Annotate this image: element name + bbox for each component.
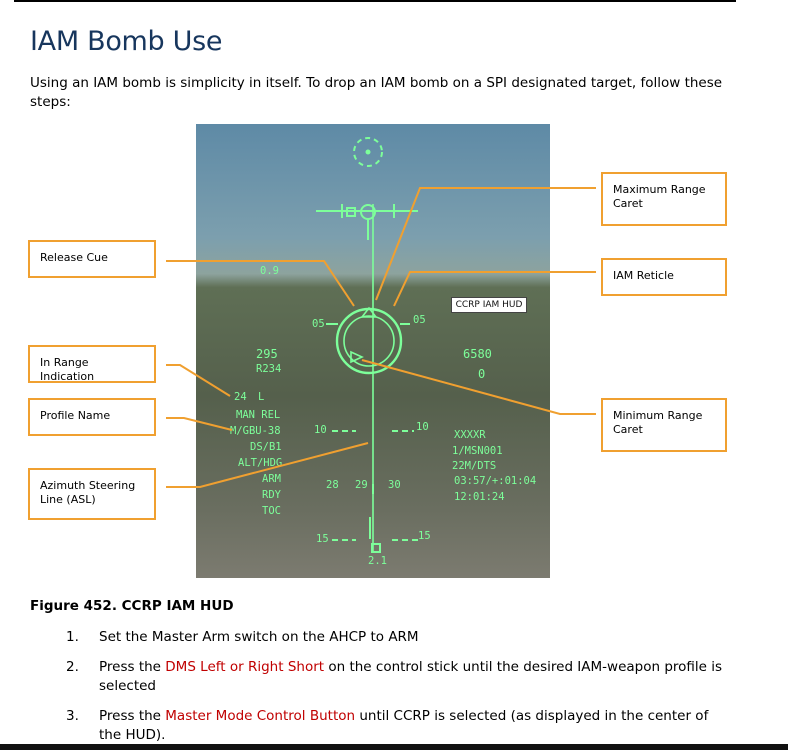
dms-short-link[interactable]: DMS Left or Right Short	[165, 659, 325, 675]
callout-azimuth-steering-line: Azimuth Steering Line (ASL)	[28, 468, 156, 520]
hud-rdy: RDY	[262, 489, 282, 501]
hud-arm: ARM	[262, 473, 281, 485]
step-number: 2.	[66, 659, 79, 675]
hud-g-value: 0.9	[260, 265, 279, 277]
hud-dts: 22M/DTS	[452, 460, 496, 472]
step-text: Press the Master Mode Control Button unt…	[99, 708, 709, 743]
hud-ladder-right: 05	[413, 314, 426, 326]
callout-release-cue: Release Cue	[28, 240, 156, 278]
hud-pitch-15-right: 15	[418, 530, 431, 542]
callout-profile-name: Profile Name	[28, 398, 156, 436]
max-range-caret	[360, 306, 378, 318]
bottom-rule	[0, 744, 788, 750]
hud-vvi: 0	[478, 367, 485, 381]
step-text: Press the DMS Left or Right Short on the…	[99, 659, 723, 694]
top-rule	[14, 0, 736, 2]
callout-maximum-range-caret: Maximum Range Caret	[601, 172, 727, 226]
hud-range-label: R234	[256, 363, 281, 375]
hud-symbology	[316, 137, 418, 553]
hud-time-1: 03:57/+:01:04	[454, 475, 536, 487]
callout-minimum-range-caret: Minimum Range Caret	[601, 398, 727, 452]
step-number: 3.	[66, 708, 79, 724]
hud-tag-label: CCRP IAM HUD	[451, 297, 527, 313]
min-range-caret	[350, 350, 364, 364]
hud-msn: 1/MSN001	[452, 445, 503, 457]
hud-altitude: 6580	[463, 347, 492, 361]
hud-toc: TOC	[262, 505, 281, 517]
hud-ladder-left: 05	[312, 318, 325, 330]
hud-in-range-value: 24	[234, 391, 247, 403]
hud-dashed-circle	[353, 137, 383, 167]
hud-profile-name: M/GBU-38	[230, 425, 281, 437]
hud-heading-30: 30	[388, 479, 401, 491]
hud-bottom-scale: 2.1	[368, 555, 387, 567]
hud-in-range-mark: L	[258, 391, 264, 403]
hud-heading-28: 28	[326, 479, 339, 491]
callout-in-range-indication: In Range Indication	[28, 345, 156, 383]
hud-image: 0.9 05 05 295 R234 6580 0 24 L MAN REL M…	[196, 124, 550, 578]
hud-alt-hdg: ALT/HDG	[238, 457, 282, 469]
hud-steerpoint: XXXXR	[454, 429, 486, 441]
hud-fuze: DS/B1	[250, 441, 282, 453]
intro-paragraph: Using an IAM bomb is simplicity in itsel…	[30, 75, 723, 110]
step-text: Set the Master Arm switch on the AHCP to…	[99, 629, 419, 645]
figure-caption: Figure 452. CCRP IAM HUD	[30, 598, 234, 614]
master-mode-button-link[interactable]: Master Mode Control Button	[165, 708, 356, 724]
hud-airspeed: 295	[256, 347, 278, 361]
page-title: IAM Bomb Use	[30, 26, 223, 57]
callout-iam-reticle: IAM Reticle	[601, 258, 727, 296]
hud-pitch-10-right: 10	[416, 421, 429, 433]
hud-pitch-15-left: 15	[316, 533, 329, 545]
hud-pitch-10-left: 10	[314, 424, 327, 436]
hud-heading-29: 29	[355, 479, 368, 491]
hud-time-2: 12:01:24	[454, 491, 505, 503]
hud-man-rel: MAN REL	[236, 409, 280, 421]
step-number: 1.	[66, 629, 79, 645]
